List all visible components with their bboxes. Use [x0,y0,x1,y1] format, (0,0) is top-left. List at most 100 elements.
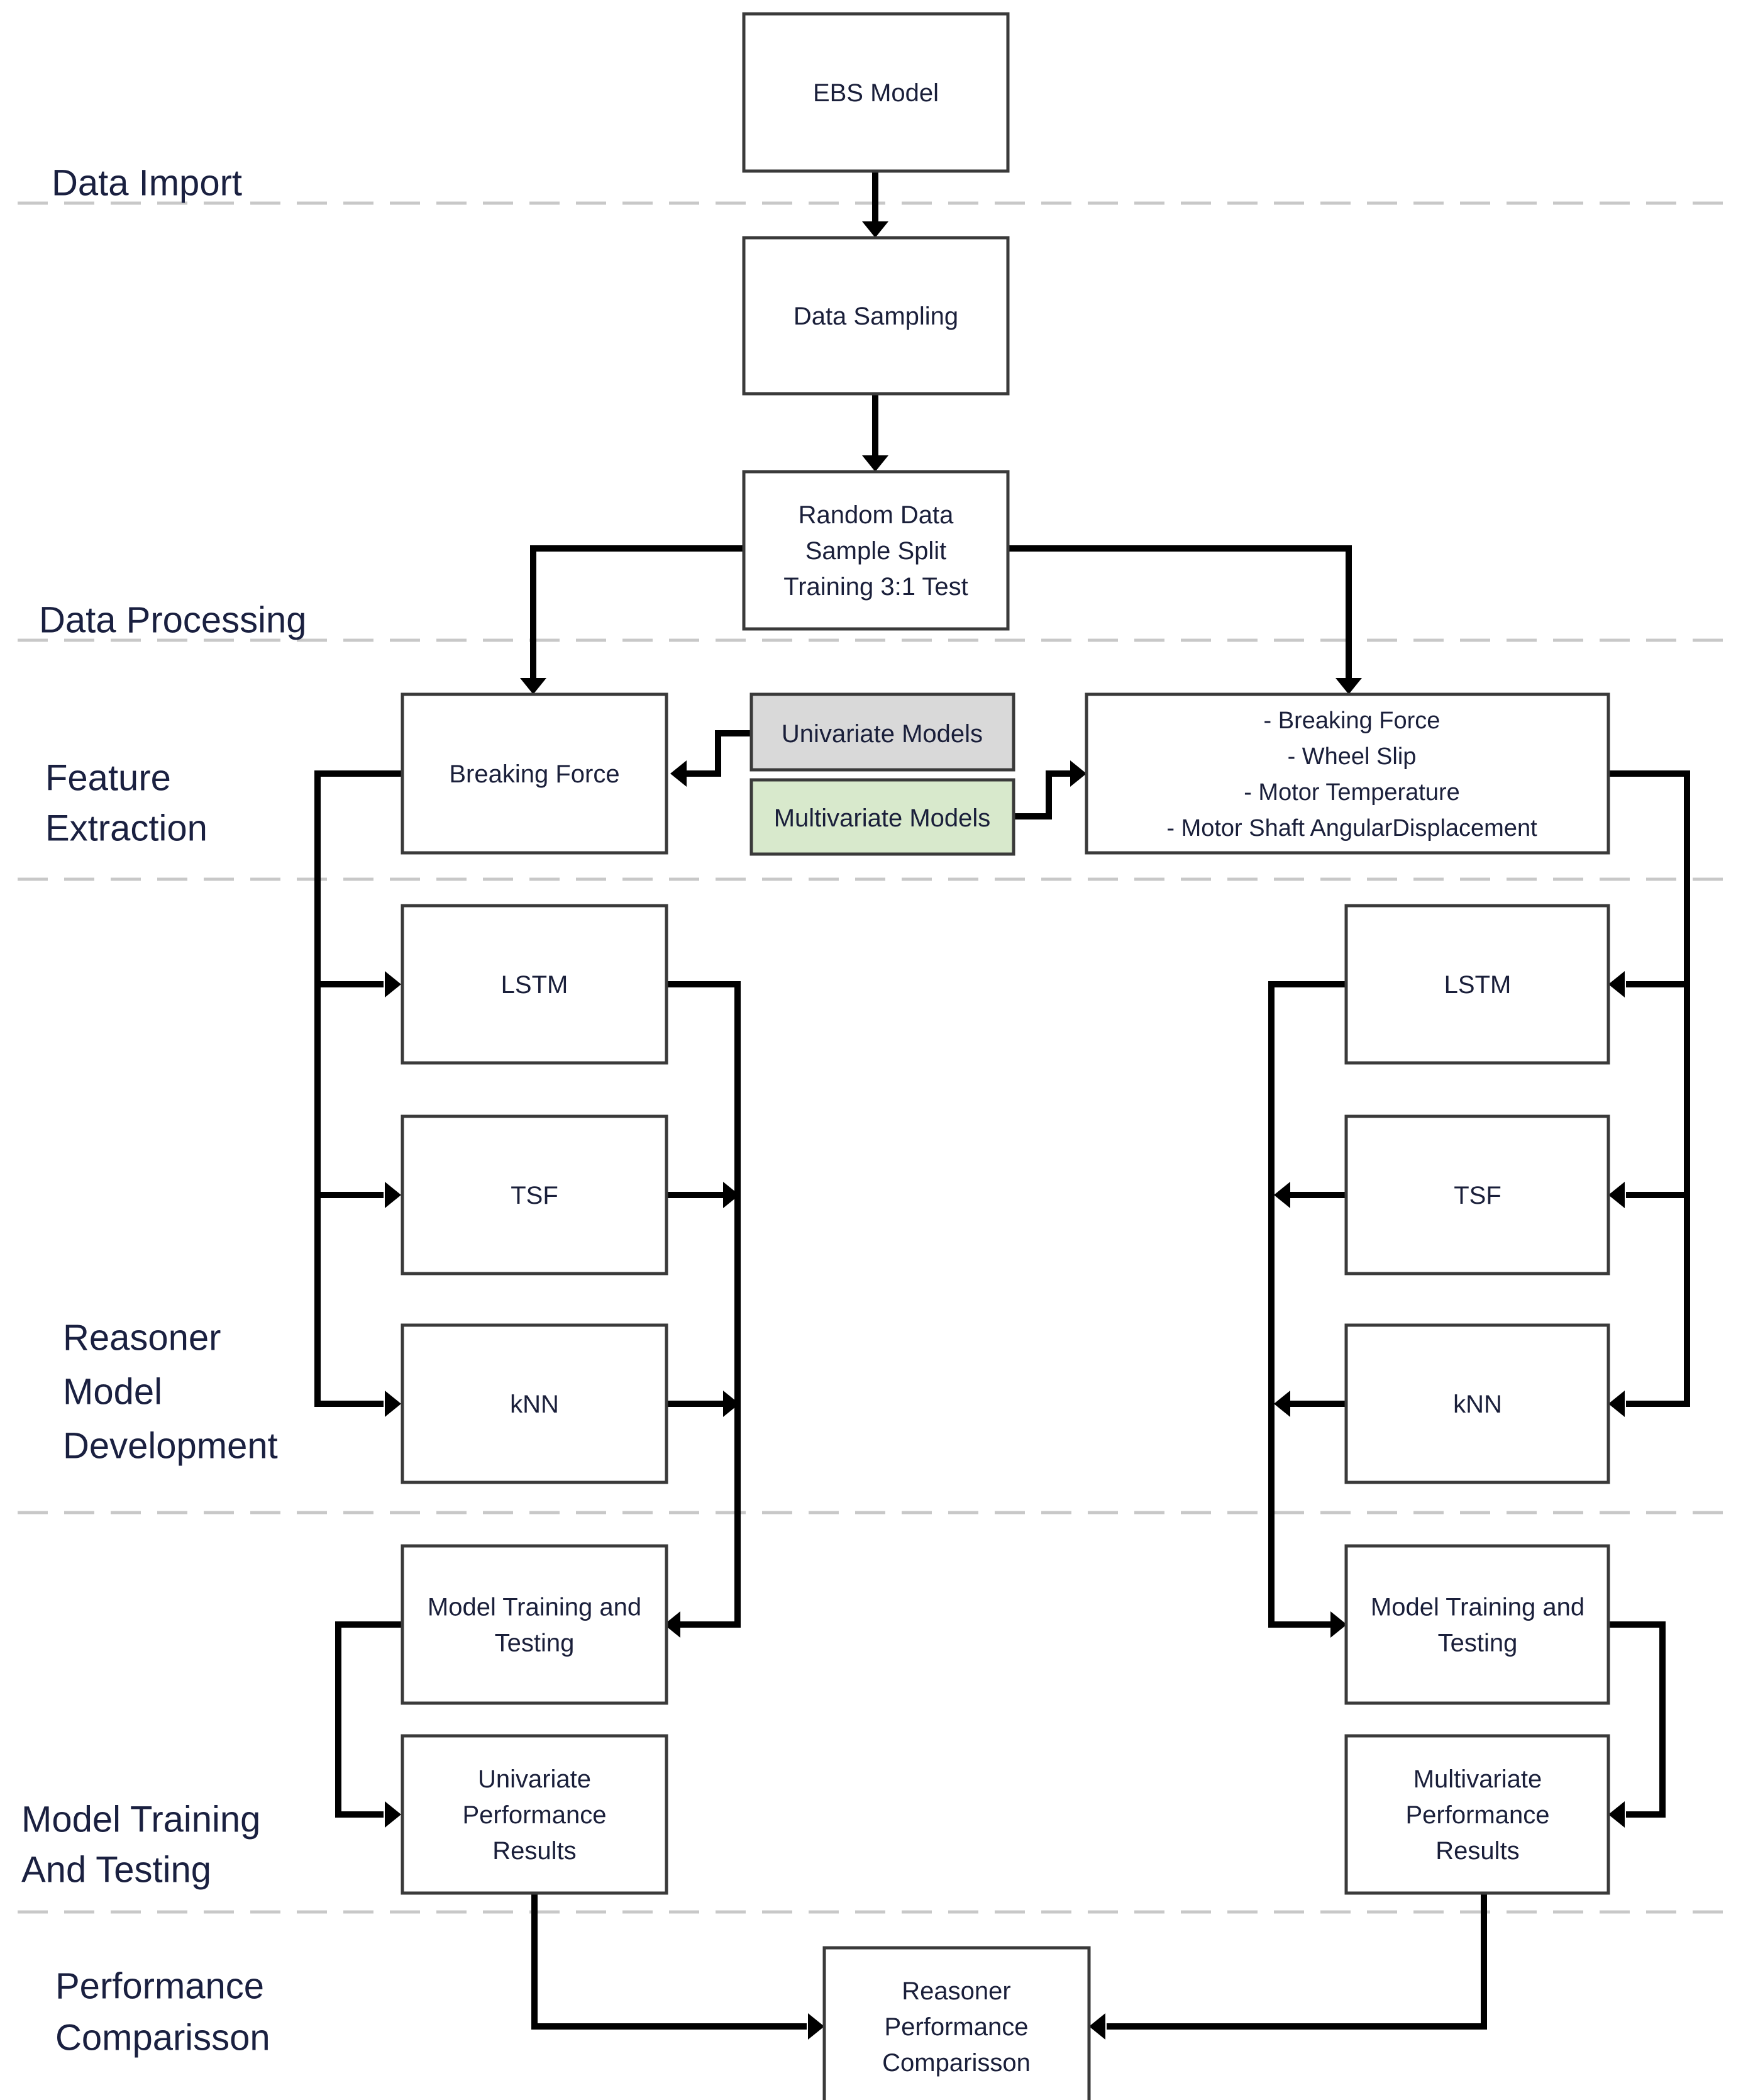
node-data-sampling-label: Data Sampling [794,303,958,330]
stage-label-data-import: Data Import [52,162,242,203]
label-line: Development [63,1425,278,1466]
arrow-head [862,221,888,238]
label-line: Performance [463,1801,607,1829]
label-line: Random Data [799,501,954,529]
label-line: Training 3:1 Test [783,573,968,601]
arrow-head [862,455,888,472]
arrow-head [1070,760,1087,787]
node-univariate-models: Univariate Models [749,692,1015,772]
arrow-head [520,678,546,694]
node-ebs-model-label: EBS Model [813,79,939,107]
label-line: LSTM [501,971,568,999]
node-breaking-force-label: Breaking Force [449,760,619,788]
node-data-sampling-box [742,236,1010,396]
arrow-head [1608,971,1625,997]
node-breaking-force-box [401,692,668,855]
label-line: EBS Model [813,79,939,107]
node-multivariate-models-label: Multivariate Models [774,804,991,832]
connectors [314,171,1690,2030]
node-multivariate-features: - Breaking Force- Wheel Slip- Motor Temp… [1085,692,1610,855]
arrow-head [1330,1611,1347,1638]
node-lstm-right-box [1344,904,1610,1065]
node-breaking-force: Breaking Force [401,692,668,855]
label-line: Multivariate [1413,1765,1542,1793]
label-line: Model Training [21,1799,260,1840]
arrow-head [1608,1391,1625,1417]
node-data-sampling: Data Sampling [742,236,1010,396]
label-line: Testing [1438,1630,1518,1657]
connector-split-to-breaking-force [530,545,744,679]
node-multivariate-models-box [749,778,1015,856]
node-tsf-left: TSF [401,1114,668,1275]
connector-left-training-to-results [335,1621,402,1818]
label-line: - Motor Shaft AngularDisplacement [1166,815,1537,842]
arrow-head [1335,678,1362,694]
stage-label-data-processing: Data Processing [39,599,307,640]
arrow-head [723,1182,739,1208]
label-line: Model [63,1371,162,1412]
arrow-head [723,1391,739,1417]
label-line: Performance [1406,1801,1550,1829]
label-line: - Breaking Force [1264,708,1441,734]
node-training-left-box [401,1544,668,1705]
node-knn-right: kNN [1344,1323,1610,1484]
node-ebs-model: EBS Model [742,12,1010,173]
label-line: - Wheel Slip [1288,743,1417,770]
label-line: Data Sampling [794,303,958,330]
node-tsf-right-box [1344,1114,1610,1275]
arrow-head [385,1801,401,1828]
node-knn-left-box [401,1323,668,1484]
label-line: kNN [510,1391,559,1418]
node-random-split-box [742,470,1010,631]
label-line: kNN [1453,1391,1502,1418]
node-reasoner-comparison-box [822,1946,1091,2100]
arrow-head [385,971,401,997]
label-line: Performance [55,1965,264,2006]
node-multivariate-models: Multivariate Models [749,778,1015,856]
node-univariate-results-box [401,1734,668,1895]
connector-split-to-multi-features [1007,545,1352,679]
label-line: Data Processing [39,599,307,640]
node-multivariate-features-box [1085,692,1610,855]
node-multivariate-features-label: - Breaking Force- Wheel Slip- Motor Temp… [1166,708,1537,842]
label-line: And Testing [21,1849,211,1890]
label-line: Comparisson [55,2017,270,2058]
label-line: Feature [45,757,171,798]
label-line: Multivariate Models [774,804,991,832]
node-training-right-box [1344,1544,1610,1705]
node-tsf-left-label: TSF [511,1182,558,1209]
label-line: TSF [1454,1182,1501,1209]
label-line: Data Import [52,162,242,203]
connector-univariate-to-breaking-force [684,730,751,777]
node-knn-right-label: kNN [1453,1391,1502,1418]
label-line: Sample Split [805,537,947,565]
arrow-head [1274,1391,1290,1417]
node-tsf-left-box [401,1114,668,1275]
connector-right-feature-bus [1608,770,1690,1407]
node-lstm-right: LSTM [1344,904,1610,1065]
node-univariate-models-label: Univariate Models [782,720,983,748]
label-line: Univariate Models [782,720,983,748]
label-line: Reasoner [63,1317,221,1358]
connector-univariate-results-to-comparison [531,1893,807,2030]
label-line: LSTM [1444,971,1512,999]
node-knn-left: kNN [401,1323,668,1484]
label-line: Results [1435,1837,1519,1865]
connector-right-training-to-results [1608,1621,1666,1818]
arrow-head [670,760,687,787]
arrow-head [1089,2013,1105,2040]
